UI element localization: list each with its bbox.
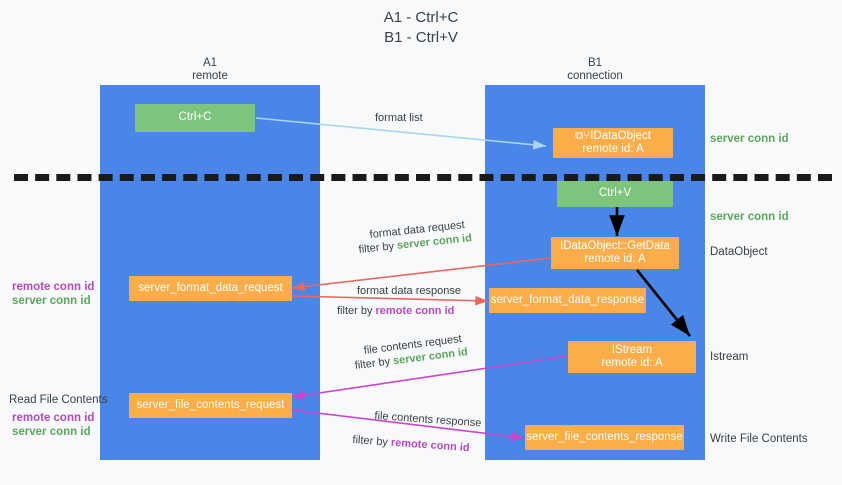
lane-a1-name: A1 bbox=[202, 57, 218, 69]
label-server-conn-id-2: server conn id bbox=[12, 426, 91, 438]
arrow-format-data-response bbox=[291, 295, 489, 306]
label-server-conn-id-mid: server conn id bbox=[710, 211, 789, 223]
lane-header-a1: A1 remote bbox=[100, 57, 320, 83]
edge-label-format-data-response: format data response bbox=[357, 285, 461, 297]
edge-label-format-data-response-filter: filter by remote conn id bbox=[337, 304, 454, 319]
title-line-2: B1 - Ctrl+V bbox=[384, 29, 458, 46]
arrow-file-contents-request bbox=[291, 355, 569, 400]
label-remote-conn-id-2: remote conn id bbox=[12, 412, 95, 424]
title-line-1: A1 - Ctrl+C bbox=[383, 9, 459, 26]
box-server-file-contents-request: server_file_contents_request bbox=[129, 393, 292, 418]
box-idataobject-line1: ⧉⑂IDataObject bbox=[575, 129, 651, 142]
lane-b1-name: B1 bbox=[587, 57, 603, 69]
box-istream-line1: IStream bbox=[611, 343, 653, 356]
label-write-file-contents: Write File Contents bbox=[710, 433, 808, 445]
filter-value-2: remote conn id bbox=[375, 305, 455, 317]
arrow-format-list bbox=[255, 117, 547, 150]
lane-a1-sub: remote bbox=[192, 70, 228, 82]
box-server-file-contents-response: server_file_contents_response bbox=[525, 425, 684, 450]
box-istream-line2: remote id: A bbox=[601, 357, 663, 369]
divider-dashed-line bbox=[14, 174, 832, 181]
label-server-conn-id-1: server conn id bbox=[12, 295, 91, 307]
label-dataobject: DataObject bbox=[710, 246, 768, 258]
filter-prefix-1: filter by bbox=[358, 239, 398, 256]
filter-prefix-3: filter by bbox=[354, 355, 394, 372]
label-remote-conn-id-1: remote conn id bbox=[12, 281, 95, 293]
box-istream: IStream remote id: A bbox=[568, 341, 696, 373]
label-istream: Istream bbox=[710, 351, 749, 363]
lane-b1-sub: connection bbox=[567, 70, 623, 82]
box-idataobject: ⧉⑂IDataObject remote id: A bbox=[553, 128, 673, 158]
box-idataobject-getdata: IDataObject::GetData remote id: A bbox=[551, 237, 679, 269]
edge-label-format-list: format list bbox=[375, 112, 423, 124]
label-read-file-contents: Read File Contents bbox=[9, 394, 108, 406]
box-idataobject-line2: remote id: A bbox=[582, 143, 644, 155]
box-getdata-line1: IDataObject::GetData bbox=[560, 239, 670, 252]
arrow-file-contents-response bbox=[291, 409, 525, 442]
box-ctrl-c: Ctrl+C bbox=[135, 104, 255, 132]
diagram-title: A1 - Ctrl+C B1 - Ctrl+V bbox=[0, 8, 842, 48]
box-server-format-data-request: server_format_data_request bbox=[129, 276, 292, 301]
filter-prefix-2: filter by bbox=[337, 305, 376, 317]
filter-prefix-4: filter by bbox=[352, 433, 392, 449]
box-ctrl-v: Ctrl+V bbox=[557, 181, 673, 207]
arrow-format-data-request bbox=[291, 257, 551, 292]
arrow-getdata-to-istream bbox=[635, 269, 692, 337]
box-getdata-line2: remote id: A bbox=[584, 253, 646, 265]
box-server-format-data-response: server_format_data_response bbox=[489, 288, 646, 313]
label-server-conn-id-top: server conn id bbox=[710, 133, 789, 145]
lane-header-b1: B1 connection bbox=[485, 57, 705, 83]
